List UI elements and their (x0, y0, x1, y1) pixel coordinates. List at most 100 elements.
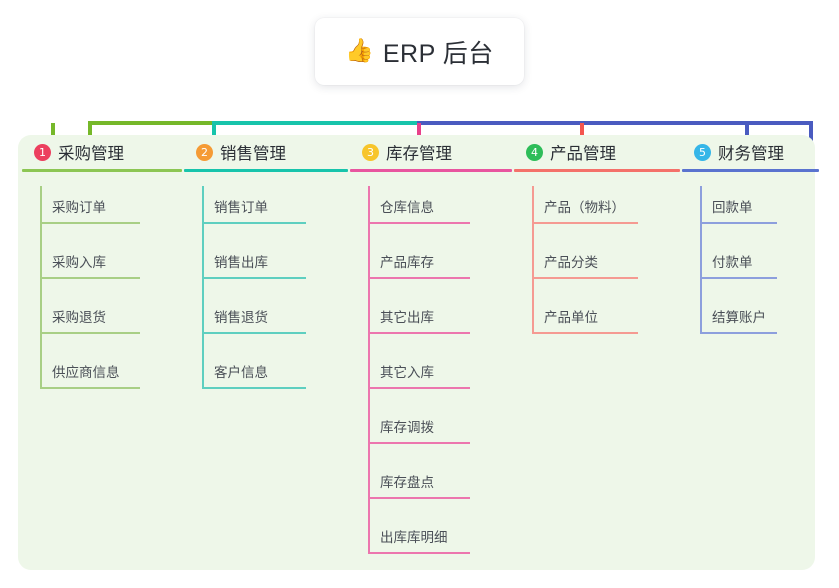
branch-header-purchase[interactable]: 1 采购管理 (18, 135, 178, 169)
branch-item-label: 其它出库 (380, 310, 434, 325)
branch-item[interactable]: 产品分类 (510, 241, 676, 296)
branch-title-inventory: 库存管理 (386, 145, 452, 163)
branch-item-rule (532, 222, 638, 224)
branch-item[interactable]: 采购订单 (18, 186, 178, 241)
branch-header-product[interactable]: 4 产品管理 (510, 135, 676, 169)
bus-segment-teal (212, 121, 421, 125)
branch-item-label: 采购订单 (52, 200, 106, 215)
branch-items-finance: 回款单付款单结算账户 (678, 186, 815, 351)
branch-item[interactable]: 其它出库 (346, 296, 508, 351)
branch-item-label: 库存盘点 (380, 475, 434, 490)
branch-item-rule (40, 277, 140, 279)
branch-items-product: 产品（物料） 产品分类产品单位 (510, 186, 676, 351)
branch-item-label: 销售订单 (214, 200, 268, 215)
branch-item[interactable]: 仓库信息 (346, 186, 508, 241)
branch-item-label: 付款单 (712, 255, 753, 270)
branch-badge-purchase: 1 (34, 143, 51, 161)
branch-item-rule (368, 387, 470, 389)
branch-item-label: 采购退货 (52, 310, 106, 325)
branch-item[interactable]: 销售订单 (180, 186, 344, 241)
branch-item-rule (40, 332, 140, 334)
branch-item-rule (202, 387, 306, 389)
branch-item[interactable]: 产品（物料） (510, 186, 676, 241)
branch-item[interactable]: 产品单位 (510, 296, 676, 351)
branch-item-label: 回款单 (712, 200, 753, 215)
branch-item-rule (700, 277, 777, 279)
branch-item-label: 其它入库 (380, 365, 434, 380)
branch-item-rule (368, 552, 470, 554)
branch-item-label: 采购入库 (52, 255, 106, 270)
branch-column-product: 4 产品管理产品（物料） 产品分类产品单位 (510, 135, 680, 351)
branch-rule-purchase (22, 169, 182, 172)
branch-spine-product (532, 186, 534, 334)
branch-item-rule (532, 332, 638, 334)
branch-items-inventory: 仓库信息产品库存其它出库其它入库库存调拨库存盘点出库库明细 (346, 186, 508, 571)
branch-item[interactable]: 采购退货 (18, 296, 178, 351)
branch-badge-sales: 2 (196, 143, 213, 161)
branch-rule-product (514, 169, 680, 172)
branch-title-sales: 销售管理 (220, 145, 286, 163)
branch-item-label: 结算账户 (712, 310, 766, 325)
branch-column-purchase: 1 采购管理采购订单采购入库采购退货供应商信息 (18, 135, 182, 406)
branch-item[interactable]: 出库库明细 (346, 516, 508, 571)
branch-title-purchase: 采购管理 (58, 145, 124, 163)
branch-items-sales: 销售订单销售出库销售退货客户信息 (180, 186, 344, 406)
branch-header-inventory[interactable]: 3 库存管理 (346, 135, 508, 169)
branch-item[interactable]: 结算账户 (678, 296, 815, 351)
branch-item-rule (202, 277, 306, 279)
branches-panel: 1 采购管理采购订单采购入库采购退货供应商信息 2 销售管理销售订单销售出库销售退货客… (18, 135, 819, 571)
branch-badge-product: 4 (526, 143, 543, 161)
branch-item-label: 供应商信息 (52, 365, 120, 380)
branch-rule-inventory (350, 169, 512, 172)
branch-item-label: 客户信息 (214, 365, 268, 380)
branch-item-rule (40, 387, 140, 389)
branch-rule-finance (682, 169, 819, 172)
branch-items-purchase: 采购订单采购入库采购退货供应商信息 (18, 186, 178, 406)
branch-item-label: 销售出库 (214, 255, 268, 270)
branch-item[interactable]: 销售退货 (180, 296, 344, 351)
branch-spine-sales (202, 186, 204, 389)
branch-spine-purchase (40, 186, 42, 389)
branch-item-label: 产品库存 (380, 255, 434, 270)
bus-segment-green (88, 121, 216, 125)
branch-column-sales: 2 销售管理销售订单销售出库销售退货客户信息 (180, 135, 348, 406)
branch-item[interactable]: 其它入库 (346, 351, 508, 406)
branch-item-label: 产品（物料） (544, 200, 625, 215)
branch-header-sales[interactable]: 2 销售管理 (180, 135, 344, 169)
branch-item[interactable]: 回款单 (678, 186, 815, 241)
branch-item-rule (700, 332, 777, 334)
branch-badge-inventory: 3 (362, 143, 379, 161)
thumbs-up-icon: 👍 (345, 38, 374, 64)
branch-item[interactable]: 库存盘点 (346, 461, 508, 516)
bus-segment-blue (417, 121, 813, 125)
branch-item[interactable]: 客户信息 (180, 351, 344, 406)
branch-item-rule (202, 332, 306, 334)
branch-item-rule (202, 222, 306, 224)
branch-item[interactable]: 产品库存 (346, 241, 508, 296)
root-node-title: ERP 后台 (382, 39, 494, 68)
branch-item[interactable]: 付款单 (678, 241, 815, 296)
branch-title-product: 产品管理 (550, 145, 616, 163)
branch-item-rule (368, 277, 470, 279)
branch-rule-sales (184, 169, 348, 172)
branch-item-rule (40, 222, 140, 224)
branch-item-rule (368, 497, 470, 499)
branch-item-label: 销售退货 (214, 310, 268, 325)
branch-item-label: 库存调拨 (380, 420, 434, 435)
branch-item-rule (368, 332, 470, 334)
root-node-card[interactable]: 👍 ERP 后台 (315, 18, 524, 85)
branch-item[interactable]: 库存调拨 (346, 406, 508, 461)
branch-item-label: 产品单位 (544, 310, 598, 325)
branch-item[interactable]: 销售出库 (180, 241, 344, 296)
branch-spine-finance (700, 186, 702, 334)
branch-item[interactable]: 采购入库 (18, 241, 178, 296)
branch-column-inventory: 3 库存管理仓库信息产品库存其它出库其它入库库存调拨库存盘点出库库明细 (346, 135, 512, 571)
branch-spine-inventory (368, 186, 370, 554)
branch-item-rule (700, 222, 777, 224)
branch-item-label: 产品分类 (544, 255, 598, 270)
branch-item[interactable]: 供应商信息 (18, 351, 178, 406)
branch-badge-finance: 5 (694, 143, 711, 161)
branch-item-label: 出库库明细 (380, 530, 448, 545)
